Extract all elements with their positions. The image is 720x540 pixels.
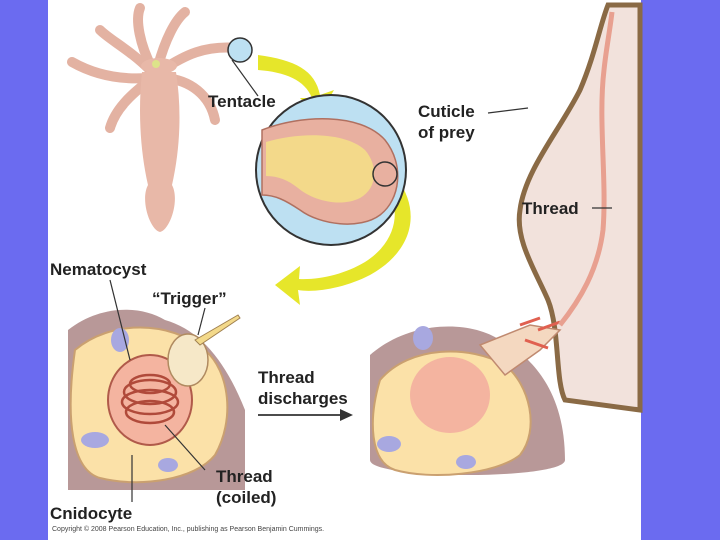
tentacle-highlight-circle	[227, 37, 253, 63]
label-cuticle-line1: Cuticle	[418, 102, 475, 121]
organelle-3	[158, 458, 178, 472]
organelle-2	[111, 328, 129, 352]
label-coiled-line1: Thread	[216, 467, 273, 486]
trigger	[194, 314, 241, 346]
discharged-thread	[558, 11, 615, 327]
label-discharge-line2: discharges	[258, 389, 348, 408]
coiled-thread	[120, 373, 180, 425]
operculum	[167, 333, 209, 387]
leader-lines	[109, 107, 612, 502]
hydra-body	[140, 72, 180, 232]
label-tentacle: Tentacle	[208, 92, 276, 111]
tentacle-core	[266, 135, 375, 203]
barbs	[519, 316, 561, 350]
discharged-capsule	[410, 357, 490, 433]
label-discharge-line1: Thread	[258, 368, 315, 387]
label-trigger: “Trigger”	[152, 289, 227, 308]
hydra-mouth	[152, 60, 160, 68]
label-nematocyst: Nematocyst	[50, 260, 147, 279]
organelle-6	[456, 455, 476, 469]
label-thread: Thread	[522, 199, 579, 218]
everted-shaft	[478, 324, 562, 377]
organelle-4	[413, 326, 433, 350]
organelle-1	[81, 432, 109, 448]
prey-cuticle	[516, 2, 643, 413]
discharge-arrow-head	[340, 409, 353, 421]
label-coiled-line2: (coiled)	[216, 488, 277, 507]
label-cnidocyte: Cnidocyte	[50, 504, 133, 523]
copyright-text: Copyright © 2008 Pearson Education, Inc.…	[52, 526, 325, 533]
cnidocyte-highlight-circle	[372, 161, 398, 187]
tentacle-leader	[231, 59, 259, 97]
organelle-5	[377, 436, 401, 452]
label-cuticle-line2: of prey	[418, 123, 475, 142]
